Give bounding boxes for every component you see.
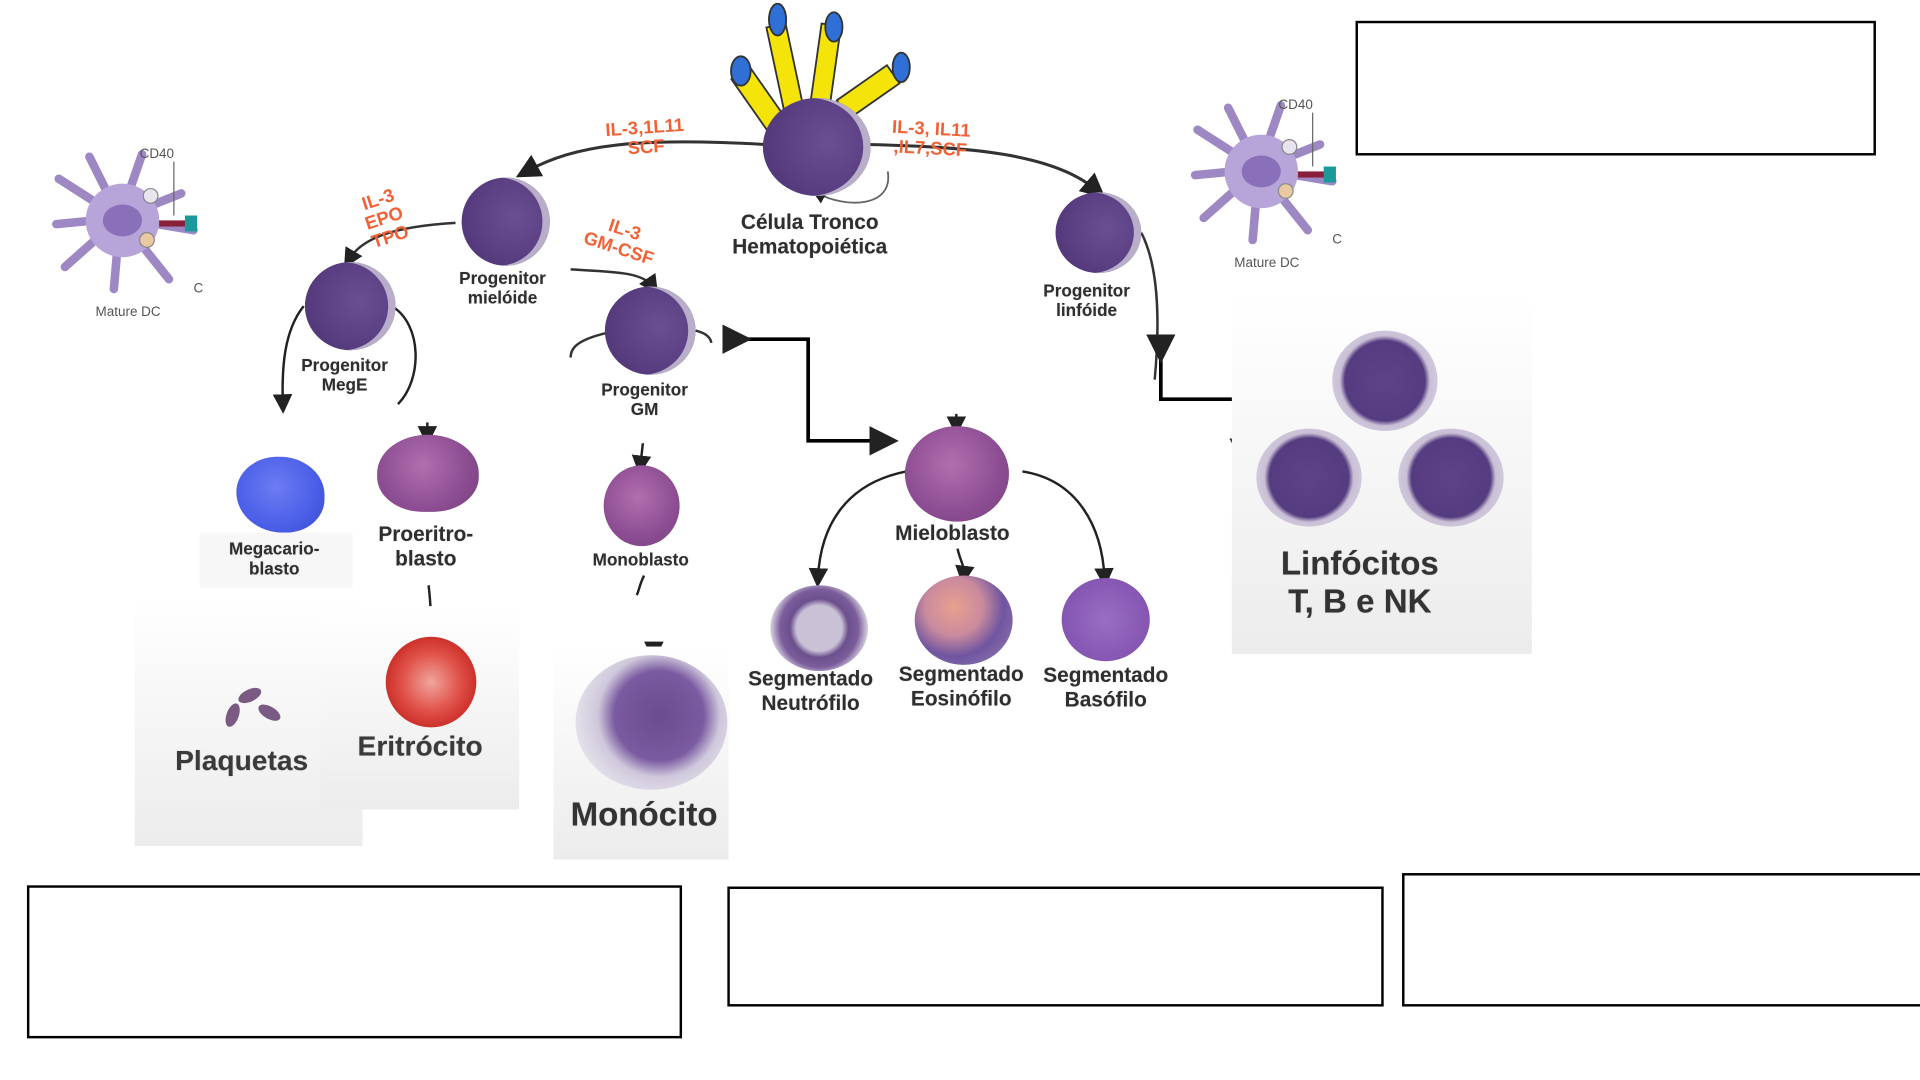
label-line: Segmentado [1043,663,1169,687]
proerythroblast-label: Proeritro- blasto [378,523,473,571]
mege-progenitor-cell [304,262,396,351]
label-line: Célula Tronco [740,210,879,234]
label-line: Progenitor [301,355,388,375]
label-line: Monócito [570,795,718,833]
basophil-cell [1061,577,1150,662]
cytokine-line: ,IL7,SCF [893,136,968,161]
stem-cell-label: Célula Tronco Hematopoiética [732,211,887,259]
label-line: MegE [321,374,368,395]
megakaryoblast-label-bg [199,532,353,588]
arrow-myeloblast-to-neutrophil [808,470,907,588]
label-line: T, B e NK [1288,582,1432,620]
label-line: Proeritro- [378,522,474,547]
cytokines-mege: IL-3 EPO TPO [357,185,412,252]
lymphoid-progenitor-label: Progenitor linfóide [1043,280,1130,319]
label-line: Linfócitos [1280,544,1439,582]
cd40-label: CD40 [139,146,175,162]
myeloblast-cell [904,426,1009,522]
lymphocyte-cell [1256,428,1362,527]
arrow-myeloblast-to-basophil [1022,470,1114,588]
label-line: blasto [248,558,300,579]
line-lymphoid-down [1140,232,1159,380]
elbow-arrow-gm-myeloblast [722,324,899,456]
eosinophil-label: Segmentado Eosinófilo [899,662,1024,710]
lymphocyte-cell [1398,428,1504,527]
label-line: blasto [395,546,457,571]
monocyte-cell [575,655,728,790]
answer-box-bottom-right[interactable] [1402,873,1920,1007]
label-line: Megacario- [228,538,320,559]
monoblast-label: Monoblasto [593,550,689,570]
dc-side-label: C [193,281,204,297]
label-line: Basófilo [1064,687,1147,711]
line-gm-left [569,331,607,358]
line-gm-right [695,329,713,344]
neutrophil-label: Segmentado Neutrófilo [748,667,873,715]
label-line: Eritrócito [357,729,483,762]
dendritic-cell-right: CD40 C Mature DC [1185,96,1342,274]
cytokines-lymphoid: IL-3, IL11 ,IL7,SCF [890,117,971,161]
label-line: Eosinófilo [910,686,1012,710]
stem-cell-receptors [730,2,911,131]
platelets-label: Plaquetas [175,744,308,776]
label-line: linfóide [1056,300,1118,320]
monocyte-label: Monócito [571,796,718,834]
cytokines-gm: IL-3 GM-CSF [581,210,662,269]
label-line: Neutrófilo [761,691,860,715]
arrow-monoblast-to-monocyte [635,574,646,596]
answer-box-top-right[interactable] [1355,20,1876,156]
label-line: Progenitor [1043,280,1130,301]
mature-dc-label: Mature DC [1234,255,1300,271]
eosinophil-cell [914,575,1013,665]
label-line: GM [630,399,659,419]
neutrophil-cell [770,585,869,672]
mature-dc-label: Mature DC [95,304,161,320]
label-line: Progenitor [459,268,546,288]
dendritic-cell-left: CD40 C Mature DC [47,144,204,322]
answer-box-bottom-left[interactable] [26,885,683,1039]
label-line: Hematopoiética [732,234,888,258]
cytokines-myeloid: IL-3,1L11 SCF [605,115,686,160]
proerythroblast-cell [377,434,479,512]
arrow-mege-to-proerythroblast [391,305,417,405]
label-line: Segmentado [898,662,1024,686]
arrow-myeloblast-to-eosinophil [955,548,975,586]
gm-progenitor-cell [604,286,696,375]
lymphocytes-label: Linfócitos T, B e NK [1281,545,1439,621]
dendritic-cell-image [1190,101,1337,245]
arrow-to-monoblast [631,443,652,476]
megakaryoblast-cell [236,456,325,533]
label-line: Mieloblasto [895,521,1010,545]
monoblast-cell [603,465,680,547]
answer-box-bottom-center[interactable] [727,886,1384,1007]
megakaryoblast-label: Megacario- blasto [229,539,320,578]
label-line: Segmentado [748,667,874,691]
erythrocyte-cell [385,636,477,728]
mege-progenitor-label: Progenitor MegE [301,355,388,394]
label-line: Progenitor [601,379,688,400]
cd40-label: CD40 [1278,97,1313,113]
stem-cell [762,97,871,196]
lymphoid-progenitor-cell [1055,192,1142,274]
label-line: mielóide [467,287,538,308]
myeloid-progenitor-label: Progenitor mielóide [459,268,546,307]
lymphocyte-cell [1332,330,1438,432]
label-line: Plaquetas [175,744,309,777]
dendritic-cell-image [52,150,198,294]
arrow-myeloid-to-gm [570,268,659,295]
erythrocyte-label: Eritrócito [358,730,483,762]
gm-progenitor-label: Progenitor GM [601,380,688,419]
basophil-label: Segmentado Basófilo [1043,664,1168,712]
dc-side-label: C [1332,232,1342,248]
platelets-image [225,687,281,727]
myeloblast-label: Mieloblasto [895,522,1010,546]
myeloid-progenitor-cell [461,177,550,266]
label-line: Monoblasto [592,549,689,570]
